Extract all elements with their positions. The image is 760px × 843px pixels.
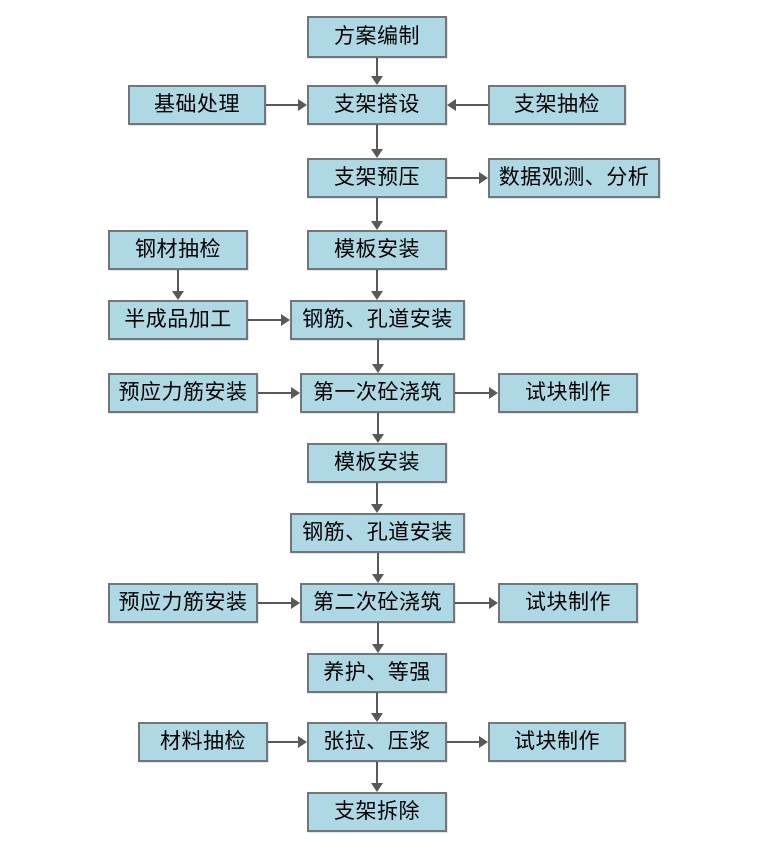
flow-node-n4[interactable]: 支架抽检 — [488, 85, 626, 125]
connector-n5-to-n8-arrowhead — [371, 221, 383, 230]
flow-node-n16[interactable]: 预应力筋安装 — [108, 583, 258, 623]
flow-node-label: 支架拆除 — [334, 798, 420, 823]
flow-node-label: 第一次砼浇筑 — [313, 379, 442, 404]
flow-node-n8[interactable]: 模板安装 — [307, 230, 447, 270]
connector-n5-to-n6 — [447, 177, 479, 179]
flow-node-label: 钢材抽检 — [135, 236, 221, 261]
connector-n7-to-n9-arrowhead — [172, 291, 184, 300]
flow-node-n11[interactable]: 预应力筋安装 — [108, 373, 258, 413]
connector-n11-to-n12-arrowhead — [291, 387, 300, 399]
connector-n2-to-n3 — [266, 104, 298, 106]
flow-node-n21[interactable]: 张拉、压浆 — [307, 722, 447, 762]
flow-node-n15[interactable]: 钢筋、孔道安装 — [290, 513, 465, 553]
flow-node-label: 模板安装 — [334, 236, 420, 261]
connector-n17-to-n19-arrowhead — [371, 644, 384, 653]
flow-node-n20[interactable]: 材料抽检 — [138, 722, 268, 762]
flow-node-label: 预应力筋安装 — [118, 379, 248, 404]
connector-n12-to-n13 — [455, 392, 489, 394]
flow-node-label: 方案编制 — [334, 23, 420, 48]
connector-n19-to-n21 — [376, 693, 378, 713]
connector-n14-to-n15 — [376, 483, 378, 504]
connector-n2-to-n3-arrowhead — [298, 99, 307, 111]
connector-n8-to-n10 — [376, 270, 378, 291]
flow-node-n10[interactable]: 钢筋、孔道安装 — [290, 300, 465, 340]
connector-n10-to-n12-arrowhead — [371, 364, 384, 373]
flow-node-n19[interactable]: 养护、等强 — [307, 653, 447, 693]
connector-n17-to-n18 — [455, 602, 489, 604]
flow-node-label: 养护、等强 — [323, 659, 431, 684]
flow-node-n22[interactable]: 试块制作 — [488, 722, 626, 762]
connector-n9-to-n10 — [248, 319, 281, 321]
flow-node-n18[interactable]: 试块制作 — [498, 583, 638, 623]
connector-n5-to-n6-arrowhead — [479, 172, 488, 184]
flow-node-label: 钢筋、孔道安装 — [302, 519, 453, 544]
connector-n10-to-n12 — [376, 340, 379, 364]
connector-n20-to-n21 — [268, 741, 298, 743]
flow-node-label: 试块制作 — [514, 728, 600, 753]
connector-n4-to-n3-arrowhead — [447, 99, 456, 111]
flow-node-n9[interactable]: 半成品加工 — [108, 300, 248, 340]
flow-node-label: 第二次砼浇筑 — [313, 589, 442, 614]
flow-node-label: 材料抽检 — [160, 728, 246, 753]
flow-node-label: 模板安装 — [334, 449, 420, 474]
connector-n16-to-n17-arrowhead — [291, 597, 300, 609]
connector-n5-to-n8 — [376, 198, 378, 221]
flow-node-n3[interactable]: 支架搭设 — [307, 85, 447, 125]
flow-node-n12[interactable]: 第一次砼浇筑 — [300, 373, 455, 413]
connector-n15-to-n17-arrowhead — [371, 574, 384, 583]
connector-n12-to-n14-arrowhead — [371, 434, 384, 443]
flow-node-label: 张拉、压浆 — [323, 728, 431, 753]
connector-n3-to-n5 — [376, 125, 378, 149]
connector-n15-to-n17 — [376, 553, 379, 574]
flow-node-label: 基础处理 — [154, 91, 240, 116]
flow-node-n23[interactable]: 支架拆除 — [307, 792, 447, 832]
connector-n8-to-n10-arrowhead — [371, 291, 383, 300]
flow-node-label: 支架抽检 — [514, 91, 600, 116]
flow-node-n17[interactable]: 第二次砼浇筑 — [300, 583, 455, 623]
flow-node-n13[interactable]: 试块制作 — [498, 373, 638, 413]
flow-node-n5[interactable]: 支架预压 — [307, 158, 447, 198]
connector-n4-to-n3 — [456, 104, 488, 106]
flow-node-label: 支架预压 — [334, 164, 420, 189]
connector-n21-to-n22 — [447, 741, 479, 743]
flow-node-label: 试块制作 — [525, 379, 611, 404]
connector-n14-to-n15-arrowhead — [371, 504, 383, 513]
connector-n19-to-n21-arrowhead — [371, 713, 383, 722]
flow-node-label: 预应力筋安装 — [118, 589, 248, 614]
connector-n12-to-n14 — [376, 413, 379, 434]
connector-n12-to-n13-arrowhead — [489, 387, 498, 399]
flow-node-label: 试块制作 — [525, 589, 611, 614]
flow-node-n2[interactable]: 基础处理 — [128, 85, 266, 125]
flow-node-label: 钢筋、孔道安装 — [302, 306, 453, 331]
connector-n21-to-n23 — [376, 762, 378, 783]
connector-n21-to-n22-arrowhead — [479, 736, 488, 748]
connector-n1-to-n3 — [376, 58, 378, 76]
flow-node-n7[interactable]: 钢材抽检 — [108, 230, 248, 270]
flow-node-label: 支架搭设 — [334, 91, 420, 116]
connector-n20-to-n21-arrowhead — [298, 736, 307, 748]
flow-node-label: 半成品加工 — [124, 306, 232, 331]
connector-n17-to-n18-arrowhead — [489, 597, 498, 609]
flow-node-n6[interactable]: 数据观测、分析 — [488, 158, 660, 198]
connector-n11-to-n12 — [258, 392, 291, 394]
connector-n16-to-n17 — [258, 602, 291, 604]
connector-n1-to-n3-arrowhead — [371, 76, 383, 85]
connector-n3-to-n5-arrowhead — [371, 149, 383, 158]
connector-n21-to-n23-arrowhead — [371, 783, 383, 792]
connector-n9-to-n10-arrowhead — [281, 314, 290, 326]
connector-n17-to-n19 — [376, 623, 379, 644]
connector-n7-to-n9 — [177, 270, 179, 291]
flow-node-n1[interactable]: 方案编制 — [307, 16, 447, 58]
flow-node-label: 数据观测、分析 — [498, 164, 650, 189]
flow-node-n14[interactable]: 模板安装 — [307, 443, 447, 483]
